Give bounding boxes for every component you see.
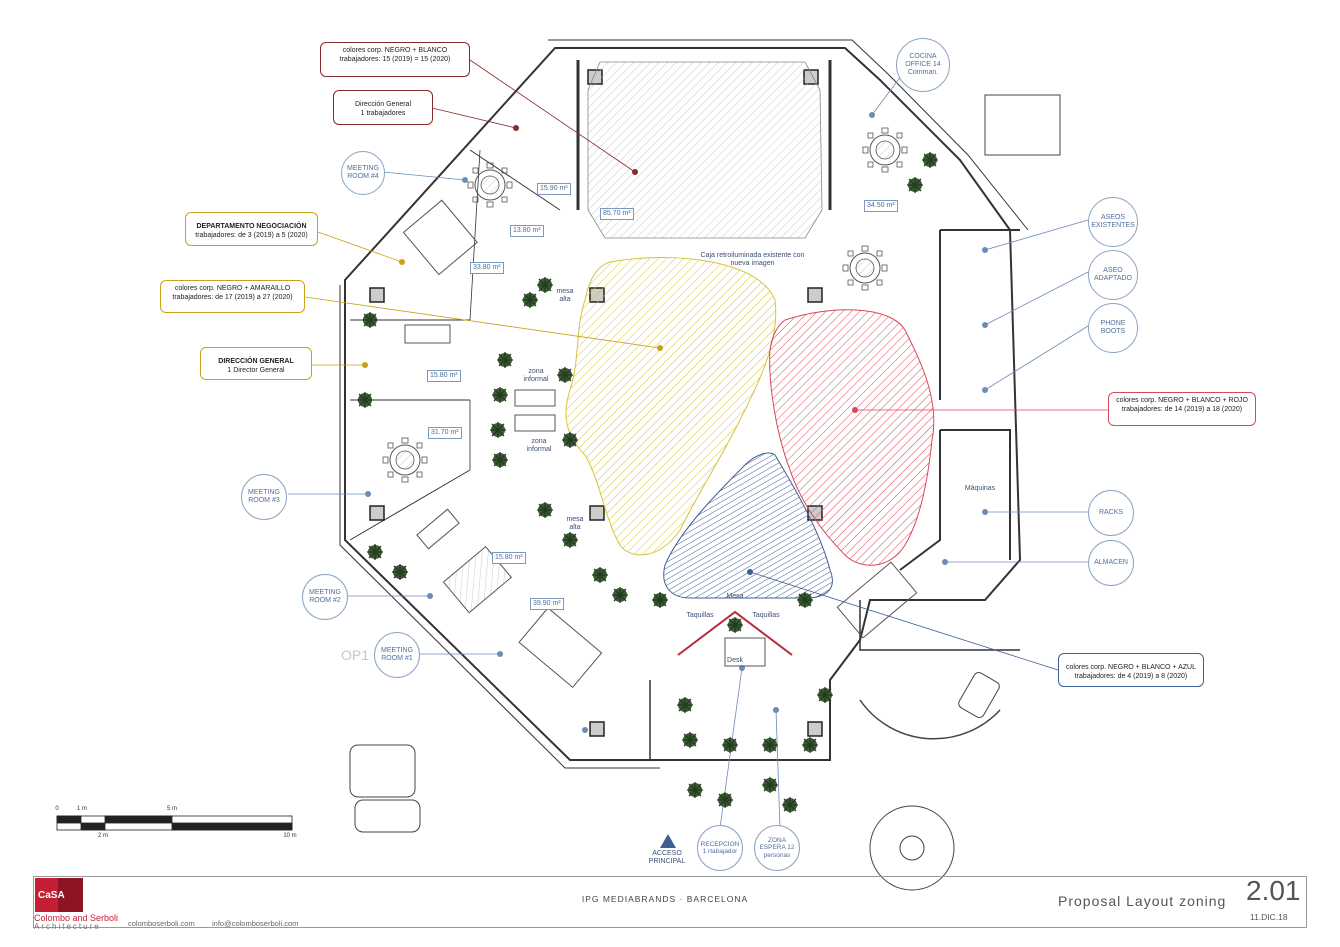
logo-house [58, 878, 83, 912]
taquillas-label: Taquillas [686, 612, 714, 619]
aseos-existentes-label: ASEOS EXISTENTES [1088, 197, 1138, 247]
scale-tick: 10 m [283, 833, 297, 839]
cocina-office-label: COCINA OFFICE 14 Comman. [896, 38, 950, 92]
callout-rojo: colores corp. NEGRO + BLANCO + ROJO trab… [1108, 392, 1256, 426]
zona-informal-label: zona informal [523, 368, 549, 383]
maquinas-label: Máquinas [964, 485, 996, 492]
callout-direccion-general: DIRECCIÓN GENERAL 1 Director General [200, 347, 312, 380]
phone-boots-label: PHONE BOOTS [1088, 303, 1138, 353]
north-triangle-icon [660, 834, 676, 848]
meeting-room-4-label: MEETING ROOM #4 [341, 151, 385, 195]
meeting-room-2-label: MEETING ROOM #2 [302, 574, 348, 620]
scale-tick: 2 m [97, 833, 108, 839]
zona-espera-label: ZONA ESPERA 12 personas [754, 825, 800, 871]
meeting-room-3-label: MEETING ROOM #3 [241, 474, 287, 520]
round-table-icon [467, 162, 513, 208]
round-table-icon [382, 437, 428, 483]
reception-counter [677, 610, 793, 656]
round-table-icon [862, 127, 908, 173]
round-table-icon [842, 245, 888, 291]
area-tag: 15.80 m² [492, 552, 526, 564]
title-block: CaSA Colombo and Serboli Architecture co… [0, 875, 1340, 947]
aseo-adaptado-label: ASEO ADAPTADO [1088, 250, 1138, 300]
sheet-date: 11.DIC.18 [1250, 912, 1288, 922]
exterior [349, 94, 1061, 891]
project-name: IPG MEDIABRANDS · BARCELONA [581, 894, 749, 904]
leader-lines [288, 59, 1108, 829]
caja-label: Caja retroiluminada existente con nueva … [700, 252, 805, 267]
sheet-title: Proposal Layout zoning [1058, 893, 1227, 909]
area-tag: 39.90 m² [530, 598, 564, 610]
area-tag: 31.70 m² [428, 427, 462, 439]
area-tag: 33.80 m² [470, 262, 504, 274]
callout-amarillo: colores corp. NEGRO + AMARAILLO trabajad… [160, 280, 305, 313]
area-tag: 34.50 m² [864, 200, 898, 212]
mesa-alta-label: mesa alta [556, 288, 574, 303]
racks-label: RACKS [1088, 490, 1134, 536]
logo-top-text: CaSA [38, 890, 65, 901]
title-block-frame [33, 876, 1307, 928]
callout-top-left: colores corp. NEGRO + BLANCO trabajadore… [320, 42, 470, 77]
meeting-room-1-label: MEETING ROOM #1 [374, 632, 420, 678]
zone-yellow [565, 257, 777, 556]
scale-tick: 1 m [76, 806, 87, 812]
area-tag: 15.90 m² [537, 183, 571, 195]
acceso-principal-label: ACCESO PRINCIPAL [648, 850, 686, 865]
callout-direccion-top: Dirección General 1 trabajadores [333, 90, 433, 125]
building-outline [339, 39, 1029, 769]
scale-tick: 5 m [166, 806, 177, 812]
callout-azul: colores corp. NEGRO + BLANCO + AZUL trab… [1058, 653, 1204, 687]
callout-negociacion: DEPARTAMENTO NEGOCIACIÓN trabajadores: d… [185, 212, 318, 246]
mesa-label: Mesa [726, 593, 744, 600]
zone-grey [587, 61, 823, 239]
sheet-number: 2.01 [1246, 875, 1301, 906]
scale-bar-icon [56, 815, 293, 831]
web-link[interactable]: colomboserboli.com [128, 919, 195, 928]
area-tag: 15.80 m² [427, 370, 461, 382]
zone-red [769, 309, 935, 566]
logo-name: Colombo and Serboli [34, 913, 119, 923]
area-tag: 85.70 m² [600, 208, 634, 220]
op1-label: OP1 [340, 647, 369, 663]
desk-label: Desk [727, 657, 743, 664]
mesa-alta-label: mesa alta [566, 516, 584, 531]
scale-tick: 0 [55, 806, 59, 812]
area-tag: 13.80 m² [510, 225, 544, 237]
zona-informal-label: zona informal [526, 438, 552, 453]
taquillas-label: Taquillas [752, 612, 780, 619]
recepcion-label: RECEPCION 1 rtabajador [697, 825, 743, 871]
almacen-label: ALMACEN [1088, 540, 1134, 586]
email-link[interactable]: info@colomboserboli.com [212, 919, 299, 928]
logo-sub: Architecture [34, 922, 101, 931]
leader-dots [362, 112, 988, 733]
zone-blue [663, 452, 833, 599]
